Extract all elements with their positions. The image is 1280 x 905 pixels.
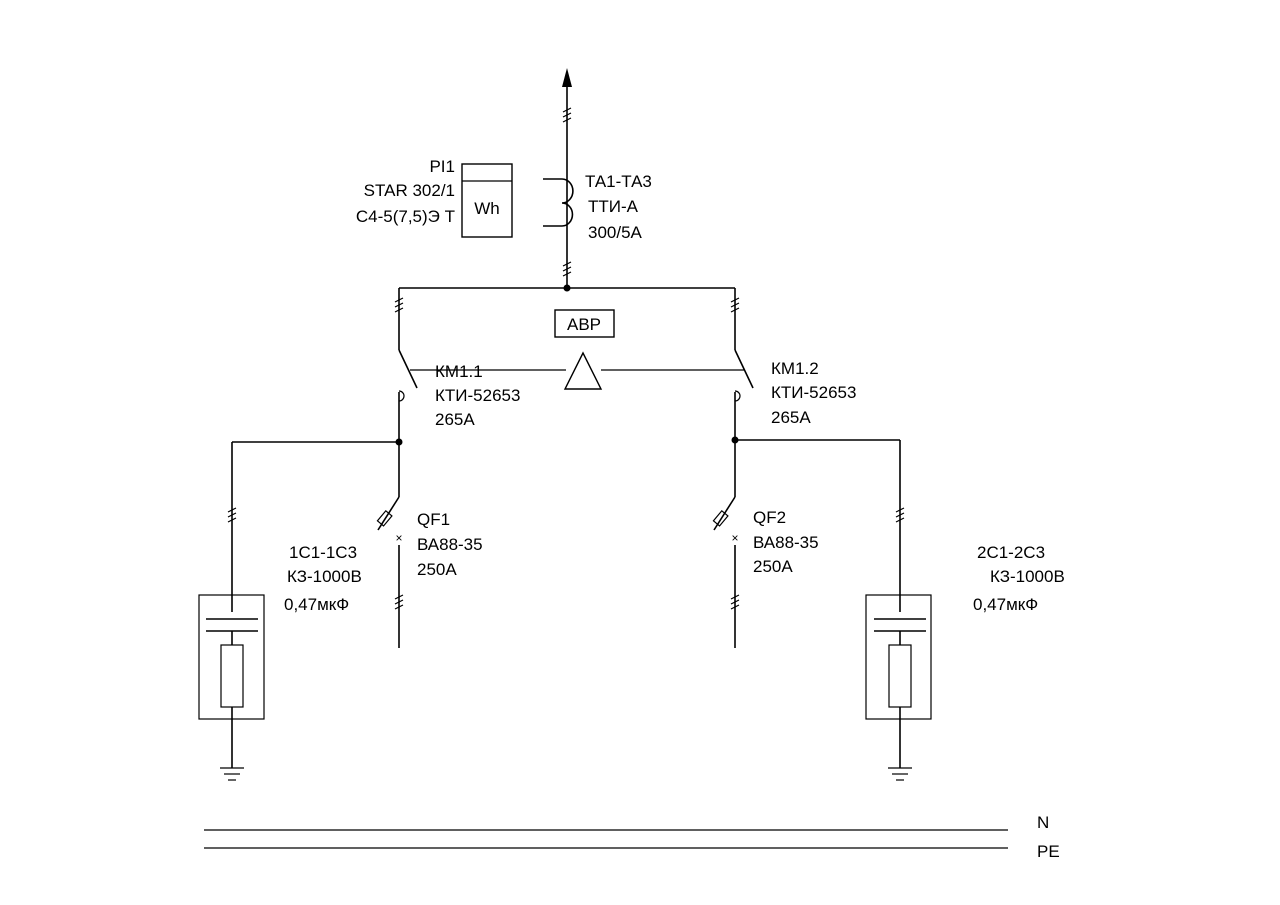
current-transformer-symbol <box>543 178 574 227</box>
avr-label: АВР <box>567 315 601 334</box>
contactor-km1-1 <box>398 349 418 442</box>
breaker-qf2: × <box>712 436 740 648</box>
contactor-arc-icon <box>734 390 741 402</box>
capacitor-bank-1 <box>198 441 399 781</box>
qf2-label-2: ВА88-35 <box>753 533 819 552</box>
c2-label-2: КЗ-1000В <box>990 567 1065 586</box>
contactor-km1-2 <box>734 349 754 442</box>
avr-block: АВР <box>554 309 615 338</box>
c1-label-1: 1С1-1С3 <box>289 543 357 562</box>
three-phase-mark-icon <box>227 507 237 523</box>
qf1-label-3: 250А <box>417 560 457 579</box>
qf2-label-3: 250А <box>753 557 793 576</box>
main-feeder <box>562 68 572 292</box>
c1-label-3: 0,47мкФ <box>284 595 349 614</box>
km1-1-label-2: КТИ-52653 <box>435 386 520 405</box>
mechanical-interlock <box>410 351 744 390</box>
three-phase-mark-icon <box>730 297 740 313</box>
neutral-bus: N <box>204 813 1049 832</box>
ct-label-2: ТТИ-А <box>588 197 639 216</box>
pe-bus: PE <box>204 842 1060 861</box>
meter-label-2: STAR 302/1 <box>364 181 455 200</box>
pe-bus-label: PE <box>1037 842 1060 861</box>
capacitor-bank-2 <box>735 439 932 781</box>
three-phase-mark-icon <box>562 261 572 277</box>
meter-label-1: PI1 <box>429 157 455 176</box>
km1-2-label-2: КТИ-52653 <box>771 383 856 402</box>
discharge-resistor <box>888 644 912 708</box>
breaker-x-icon: × <box>731 531 738 545</box>
ct-label-3: 300/5А <box>588 223 643 242</box>
busbar <box>394 287 740 350</box>
qf1-label-1: QF1 <box>417 510 450 529</box>
three-phase-mark-icon <box>394 297 404 313</box>
c1-label-2: КЗ-1000В <box>287 567 362 586</box>
c2-label-1: 2С1-2С3 <box>977 543 1045 562</box>
breaker-x-icon: × <box>395 531 402 545</box>
interlock-triangle-icon <box>563 351 603 390</box>
three-phase-mark-icon <box>562 107 572 123</box>
ct-label-1: ТА1-ТА3 <box>585 172 652 191</box>
ground-icon <box>888 767 912 781</box>
energy-meter: Wh <box>461 163 513 238</box>
feeder-arrow-icon <box>562 68 572 87</box>
three-phase-mark-icon <box>895 507 905 523</box>
km1-1-label-1: КМ1.1 <box>435 362 483 381</box>
contactor-arc-icon <box>398 390 405 402</box>
qf2-label-1: QF2 <box>753 508 786 527</box>
neutral-bus-label: N <box>1037 813 1049 832</box>
km1-2-label-3: 265А <box>771 408 811 427</box>
ground-icon <box>220 767 244 781</box>
c2-label-3: 0,47мкФ <box>973 595 1038 614</box>
km1-2-label-1: КМ1.2 <box>771 359 819 378</box>
breaker-qf1: × <box>376 438 404 648</box>
meter-label-3: С4-5(7,5)Э Т <box>356 207 455 226</box>
meter-symbol: Wh <box>474 199 500 218</box>
three-phase-mark-icon <box>730 594 740 610</box>
qf1-label-2: ВА88-35 <box>417 535 483 554</box>
discharge-resistor <box>220 644 244 708</box>
three-phase-mark-icon <box>394 594 404 610</box>
km1-1-label-3: 265А <box>435 410 475 429</box>
